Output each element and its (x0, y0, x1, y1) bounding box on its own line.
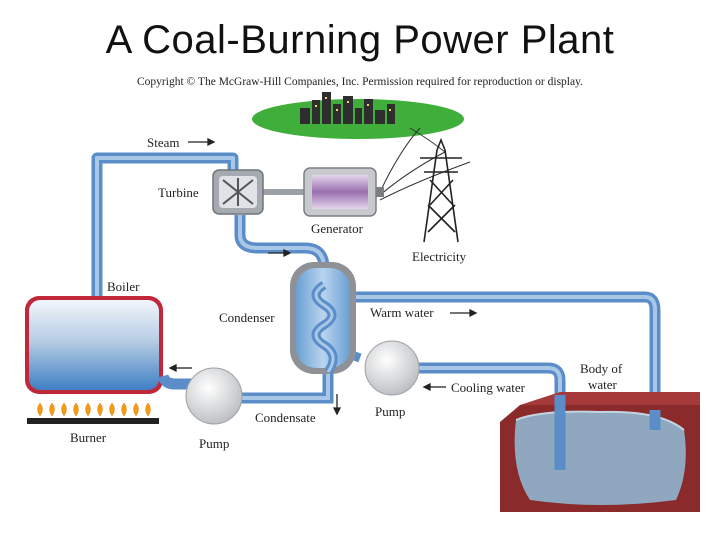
city-icon (252, 92, 464, 139)
label-condenser: Condenser (219, 310, 275, 325)
label-body-of-water-1: Body of (580, 361, 623, 376)
exhaust-pipe (234, 215, 330, 285)
label-boiler: Boiler (107, 279, 140, 294)
condenser-icon (290, 262, 356, 375)
turbine-icon (212, 169, 264, 215)
body-of-water-icon (500, 392, 700, 512)
label-pump-condenser: Pump (375, 404, 405, 419)
label-cooling-water: Cooling water (451, 380, 526, 395)
page-title: A Coal-Burning Power Plant (105, 18, 615, 62)
condensate-pipe (157, 372, 334, 404)
label-pump-boiler: Pump (199, 436, 229, 451)
boiler-icon (25, 296, 163, 394)
label-body-of-water-2: water (588, 377, 618, 392)
label-burner: Burner (70, 430, 107, 445)
burner-icon (27, 402, 159, 424)
power-lines (379, 127, 471, 201)
transmission-tower-icon (420, 137, 462, 243)
copyright-notice: Copyright © The McGraw-Hill Companies, I… (137, 76, 583, 88)
label-condensate: Condensate (255, 410, 316, 425)
label-warm-water: Warm water (370, 305, 434, 320)
label-generator: Generator (311, 221, 364, 236)
turbine-shaft (260, 189, 310, 195)
boiler-pump-icon (185, 367, 243, 425)
flow-arrows (168, 137, 478, 416)
label-turbine: Turbine (158, 185, 199, 200)
label-steam: Steam (147, 135, 180, 150)
label-electricity: Electricity (412, 249, 467, 264)
generator-icon (303, 167, 384, 217)
condenser-pump-icon (364, 340, 420, 396)
warm-water-pipe (352, 291, 661, 425)
steam-pipe (91, 152, 239, 300)
